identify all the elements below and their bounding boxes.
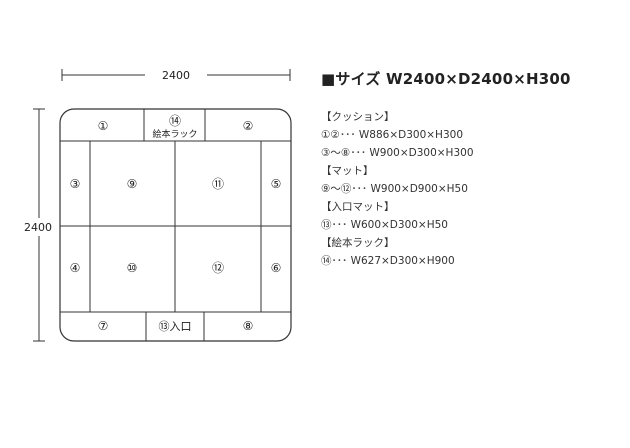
spec-heading-book-rack: 【絵本ラック】: [321, 237, 395, 249]
mat-12-label: ⑫: [212, 261, 224, 275]
spec-line-rack-14: ⑭･･･ W627×D300×H900: [321, 255, 455, 267]
mat-11-label: ⑪: [212, 177, 224, 191]
section-dividers: [60, 109, 291, 341]
spec-heading-mat: 【マット】: [321, 165, 374, 177]
cushion-8-label: ⑧: [243, 319, 254, 333]
cushion-5-label: ⑤: [271, 177, 282, 191]
width-dimension: [61, 69, 291, 81]
entrance-13-label: ⑬入口: [159, 320, 192, 333]
spec-heading-cushion: 【クッション】: [321, 111, 395, 123]
spec-heading-entrance-mat: 【入口マット】: [321, 201, 395, 213]
height-dimension: [33, 108, 45, 342]
cushion-3-label: ③: [70, 177, 81, 191]
cushion-2-label: ②: [243, 119, 254, 133]
width-dim-label: 2400: [162, 69, 190, 82]
rack-14-number: ⑭: [169, 114, 181, 128]
mat-10-label: ⑩: [127, 261, 138, 275]
spec-line-cushion-1-2: ①②･･･ W886×D300×H300: [321, 129, 463, 141]
spec-line-entrance-13: ⑬･･･ W600×D300×H50: [321, 219, 448, 231]
spec-line-cushion-3-8: ③～⑧･･･ W900×D300×H300: [321, 147, 474, 159]
size-title: ■サイズ W2400×D2400×H300: [321, 70, 571, 88]
spec-line-mat-9-12: ⑨～⑫･･･ W900×D900×H50: [321, 183, 468, 195]
cushion-4-label: ④: [70, 261, 81, 275]
cushion-1-label: ①: [98, 119, 109, 133]
height-dim-label: 2400: [24, 221, 52, 234]
cushion-7-label: ⑦: [98, 319, 109, 333]
mat-9-label: ⑨: [127, 177, 138, 191]
cushion-6-label: ⑥: [271, 261, 282, 275]
rack-14-text: 絵本ラック: [152, 128, 197, 140]
